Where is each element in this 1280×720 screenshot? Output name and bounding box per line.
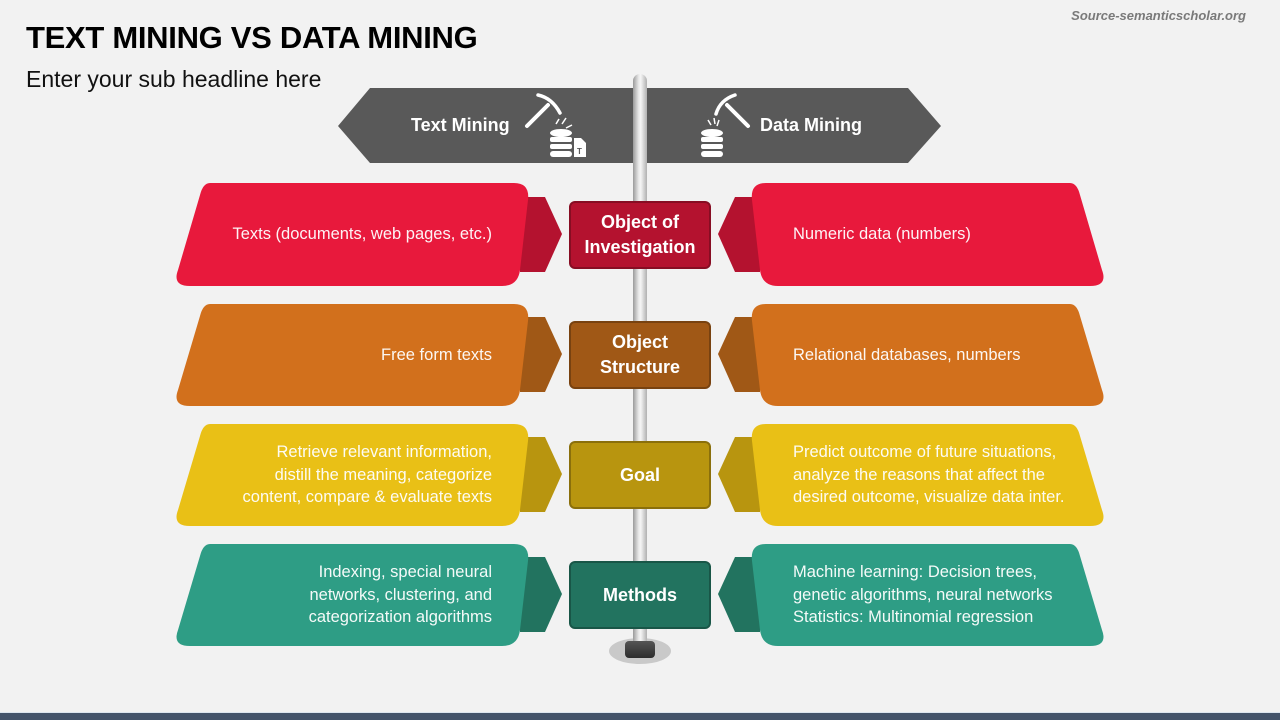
- svg-text:T: T: [577, 147, 582, 156]
- row-1-category: Object of Investigation: [569, 201, 711, 269]
- row-3-text-mining: Retrieve relevant information, distill t…: [242, 443, 492, 506]
- row-2-shapes: [176, 304, 1104, 406]
- source-credit: Source-semanticscholar.org: [1071, 8, 1246, 23]
- row-1-left-arrow-tab: [520, 197, 562, 272]
- pickaxe-database-icon: [701, 93, 750, 157]
- row-1-left-panel: [176, 183, 529, 286]
- row-4-shapes: [176, 544, 1104, 646]
- pickaxe-database-text-icon: T: [525, 93, 586, 157]
- row-2-text-mining: Free form texts: [381, 346, 492, 364]
- footer-divider: [0, 712, 1280, 713]
- page-subtitle: Enter your sub headline here: [26, 66, 322, 92]
- row-4-data-mining: Machine learning: Decision trees, geneti…: [793, 563, 1053, 626]
- text-mining-label: Text Mining: [411, 115, 510, 135]
- row-1-text-mining: Texts (documents, web pages, etc.): [232, 225, 492, 243]
- row-2-data-mining: Relational databases, numbers: [793, 346, 1021, 364]
- row-1-right-arrow-tab: [718, 197, 760, 272]
- row-3-data-mining: Predict outcome of future situations, an…: [793, 443, 1065, 506]
- row-3-category: Goal: [569, 441, 711, 509]
- row-1-shapes: [176, 183, 1104, 286]
- data-mining-label: Data Mining: [760, 115, 862, 135]
- footer-bar: [0, 713, 1280, 720]
- row-1-data-mining: Numeric data (numbers): [793, 225, 971, 243]
- pole-base: [625, 641, 655, 658]
- row-3-shapes: [176, 424, 1104, 526]
- row-2-category: Object Structure: [569, 321, 711, 389]
- row-1-right-panel: [751, 183, 1104, 286]
- row-4-text-mining: Indexing, special neural networks, clust…: [308, 563, 492, 626]
- page-title: TEXT MINING VS DATA MINING: [26, 20, 478, 55]
- row-4-category: Methods: [569, 561, 711, 629]
